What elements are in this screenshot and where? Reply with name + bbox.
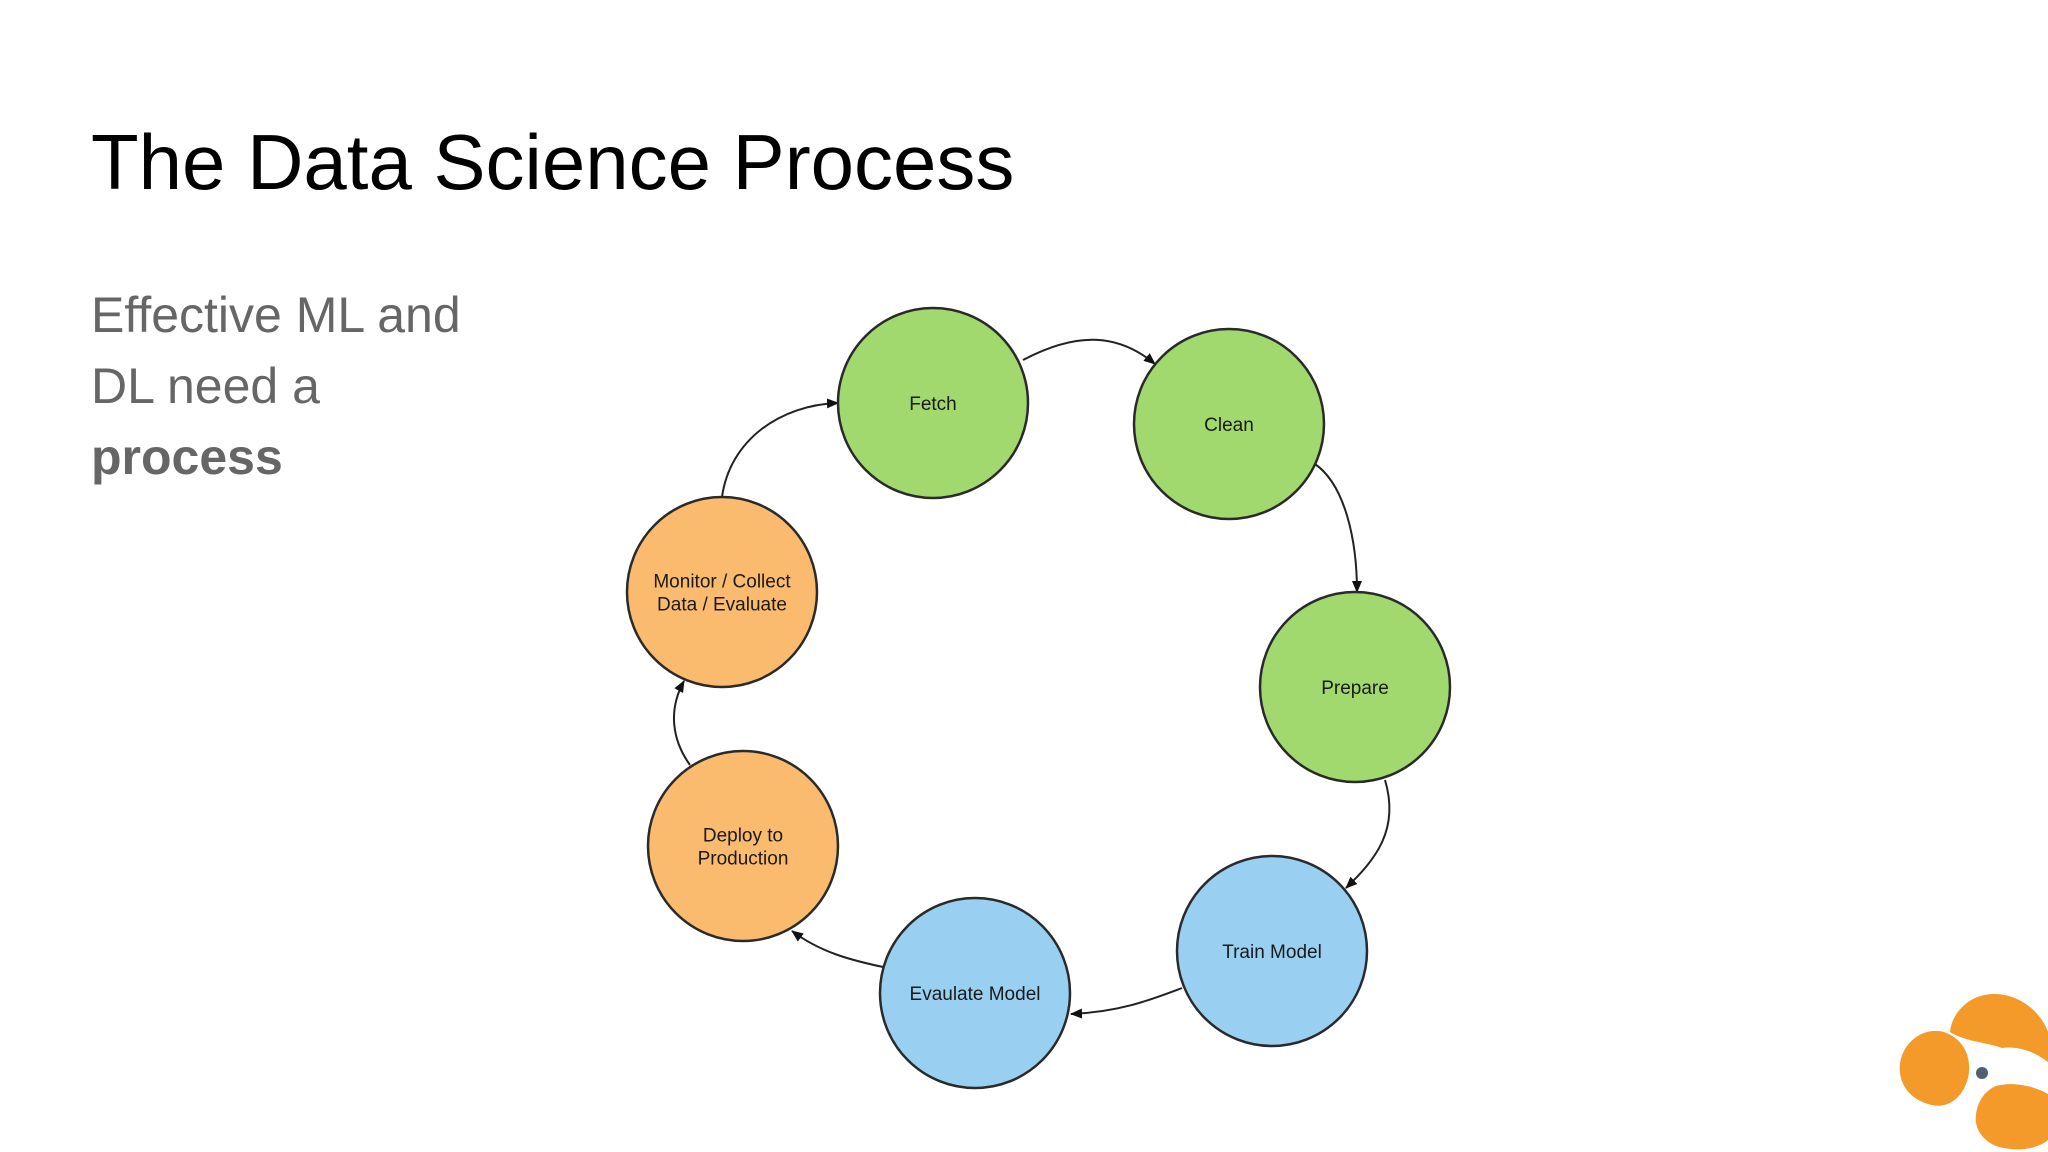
node-evaluate: Evaulate Model [878,896,1072,1090]
node-circle-train [1175,854,1369,1048]
node-circle-deploy [646,749,840,943]
body-text: Effective ML and DL need a process [91,280,511,493]
node-circle-evaluate [878,896,1072,1090]
edge-evaluate-to-deploy [791,930,884,968]
node-label-deploy-2: Production [698,849,789,870]
node-label-monitor-1: Monitor / Collect [653,572,791,593]
edge-prepare-to-train [1345,779,1391,889]
logo-center-dot [1976,1067,1988,1079]
body-text-line-2: DL need a [91,358,320,414]
edge-clean-to-prepare [1314,463,1362,593]
edge-train-to-evaluate [1070,987,1183,1019]
node-circle-fetch [836,306,1030,500]
node-label-clean: Clean [1204,415,1254,436]
edges-layer [673,338,1391,1019]
node-label-deploy-1: Deploy to [703,826,783,847]
slide-title: The Data Science Process [91,118,1015,206]
node-label-monitor-2: Data / Evaluate [657,595,787,616]
body-text-emphasis: process [91,429,283,485]
node-clean: Clean [1132,327,1326,521]
node-label-evaluate: Evaulate Model [910,984,1041,1005]
company-logo-icon [1899,994,2048,1150]
edge-monitor-to-fetch [721,398,839,498]
node-circle-monitor [625,495,819,689]
edge-fetch-to-clean [1022,338,1156,365]
node-circle-prepare [1258,590,1452,784]
node-label-train: Train Model [1222,942,1322,963]
logo-petal-left [1899,1030,1970,1106]
node-train: Train Model [1175,854,1369,1048]
edge-deploy-to-monitor [673,680,691,766]
logo-petal-bottom [1975,1084,2048,1150]
node-label-prepare: Prepare [1321,678,1389,699]
node-label-fetch: Fetch [909,394,957,415]
logo-petal-top [1950,994,2048,1062]
body-text-line-1: Effective ML and [91,287,461,343]
node-fetch: Fetch [836,306,1030,500]
node-prepare: Prepare [1258,590,1452,784]
node-circle-clean [1132,327,1326,521]
